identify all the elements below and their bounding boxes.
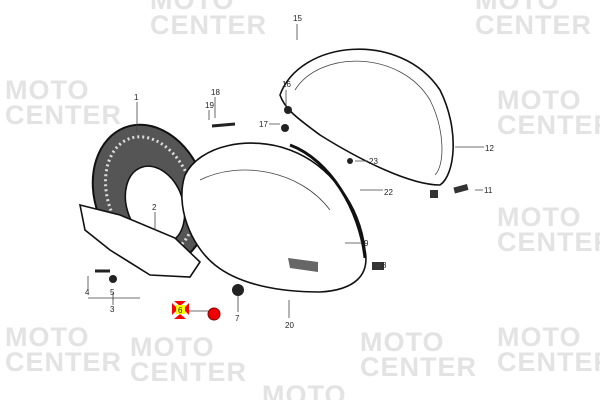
callout-11: 11 bbox=[484, 186, 493, 195]
washer-5[interactable] bbox=[109, 275, 117, 283]
trim-strip[interactable] bbox=[289, 143, 367, 259]
callout-7: 7 bbox=[235, 314, 240, 323]
nut-10[interactable] bbox=[430, 190, 438, 198]
callout-2: 2 bbox=[152, 203, 157, 212]
callout-9: 9 bbox=[364, 239, 369, 248]
arrow-right-icon bbox=[172, 303, 178, 315]
callout-1: 1 bbox=[134, 93, 139, 102]
bolt-18[interactable] bbox=[211, 122, 236, 128]
callout-18: 18 bbox=[211, 88, 220, 97]
callout-8: 8 bbox=[382, 261, 387, 270]
watermark: MOTO bbox=[262, 380, 347, 400]
arrow-left-icon bbox=[183, 303, 189, 315]
callout-22: 22 bbox=[384, 188, 393, 197]
callout-5: 5 bbox=[110, 288, 115, 297]
selected-callout-6[interactable]: 6 bbox=[172, 301, 189, 319]
highlight-box bbox=[176, 305, 185, 314]
callout-4: 4 bbox=[85, 288, 90, 297]
callout-19: 19 bbox=[205, 101, 214, 110]
selected-part-6[interactable] bbox=[207, 307, 221, 321]
callout-16: 16 bbox=[282, 80, 291, 89]
callout-12: 12 bbox=[485, 144, 494, 153]
rear-cowl[interactable] bbox=[279, 48, 454, 186]
arrow-down-icon bbox=[174, 301, 186, 306]
arrow-up-icon bbox=[174, 314, 186, 319]
callout-15: 15 bbox=[293, 14, 302, 23]
grommet-11[interactable] bbox=[453, 184, 469, 194]
callout-17: 17 bbox=[259, 120, 268, 129]
callout-labels: 1 2 3 4 5 7 8 9 11 12 15 16 17 18 19 20 … bbox=[85, 14, 494, 330]
fastener-16[interactable] bbox=[284, 106, 292, 114]
callout-23: 23 bbox=[369, 157, 378, 166]
mudguard-plate[interactable] bbox=[78, 203, 202, 278]
side-cover[interactable] bbox=[181, 142, 367, 293]
nut-7[interactable] bbox=[232, 284, 244, 296]
callout-3: 3 bbox=[110, 305, 115, 314]
callout-6: 6 bbox=[178, 306, 183, 315]
clip-23[interactable] bbox=[347, 158, 353, 164]
cover-emblem bbox=[288, 258, 318, 272]
fastener-17[interactable] bbox=[281, 124, 289, 132]
callout-20: 20 bbox=[285, 321, 294, 330]
